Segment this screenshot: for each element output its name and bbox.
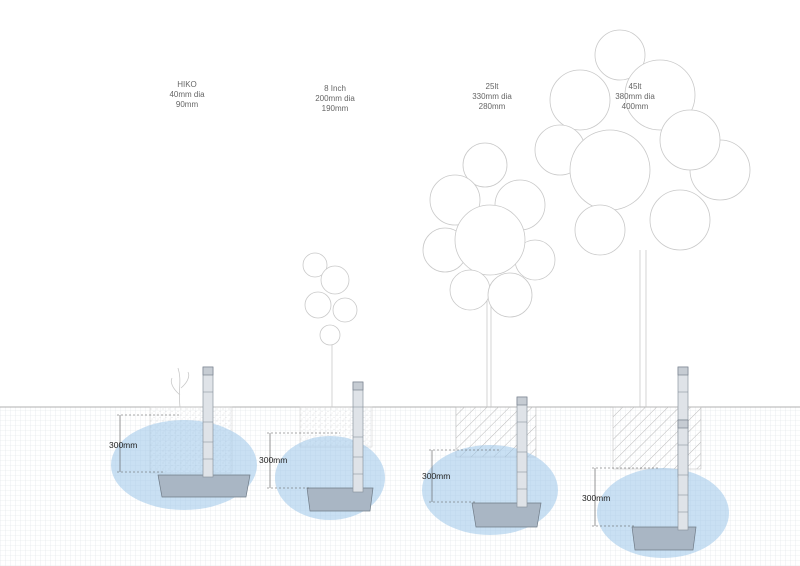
caption-name: 25lt [485,82,499,91]
pot [157,474,251,498]
caption-diameter: 330mm dia [472,92,512,101]
tree-outlines [170,29,751,408]
caption-25lt: 25lt 330mm dia 280mm [432,82,552,112]
dimension-label: 300mm [422,471,451,481]
caption-depth: 190mm [321,104,349,113]
dimension-label: 300mm [259,455,288,465]
unit-45lt [592,366,729,558]
caption-diameter: 200mm dia [315,94,355,103]
pot [471,502,542,528]
seedling-icon [170,367,190,408]
dimension-label: 300mm [109,440,138,450]
caption-depth: 90mm [175,100,199,109]
caption-8-inch: 8 Inch 200mm dia 190mm [275,84,395,114]
aeration-pole [202,366,214,478]
tree-large-icon [534,29,751,407]
water-zone [597,468,729,558]
unit-25lt [422,396,558,535]
aeration-pole [352,381,364,493]
caption-name: 8 Inch [324,84,346,93]
caption-hiko: HIKO 40mm dia 90mm [127,80,247,110]
aeration-pole [516,396,528,508]
unit-hiko [111,366,257,510]
caption-name: HIKO [177,80,197,89]
caption-name: 45lt [628,82,642,91]
unit-8-inch [267,381,385,520]
dimension-line [267,432,340,489]
dimension-line [429,449,500,503]
dimension-line [592,467,660,527]
caption-diameter: 380mm dia [615,92,655,101]
caption-depth: 280mm [478,102,506,111]
tree-medium-icon [422,142,556,407]
dimension-label: 300mm [582,493,611,503]
caption-depth: 400mm [621,102,649,111]
caption-45lt: 45lt 380mm dia 400mm [575,82,695,112]
pot [631,526,697,551]
aeration-pole-lower [677,419,689,531]
caption-diameter: 40mm dia [169,90,205,99]
tree-small-icon [302,252,358,407]
pot [306,487,374,512]
dimension-line [117,414,180,473]
